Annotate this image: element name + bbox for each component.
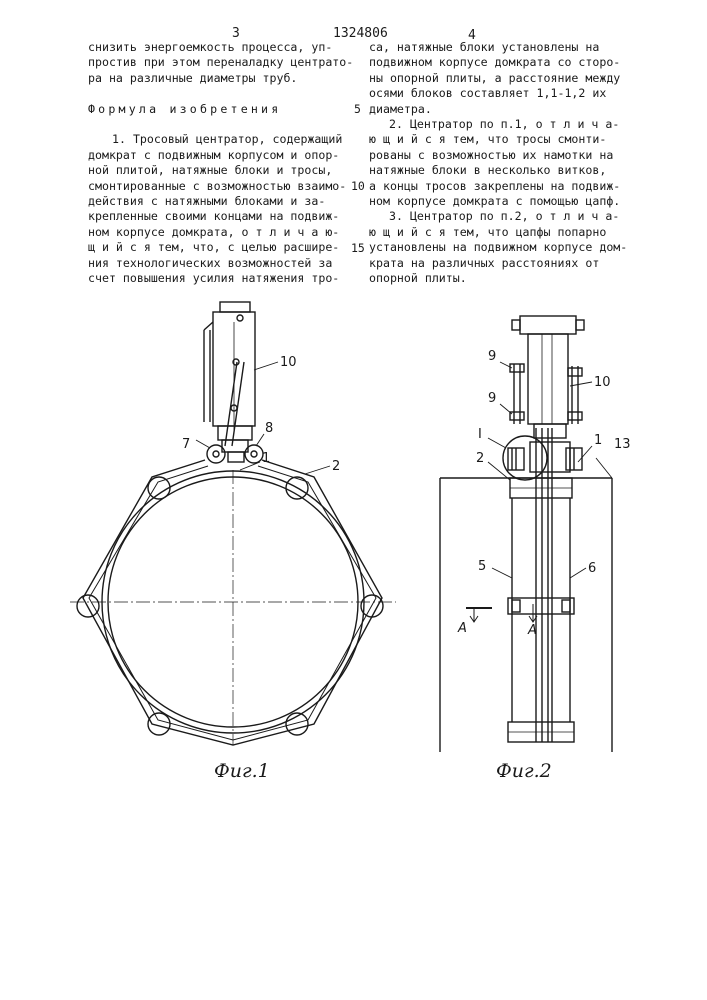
label-1: 1	[262, 451, 270, 466]
label-13: 13	[614, 437, 631, 452]
label-I: I	[478, 427, 482, 442]
label-7: 7	[182, 437, 190, 452]
label-10: 10	[280, 355, 297, 370]
label-9: 9	[488, 391, 496, 406]
label-6: 6	[588, 561, 596, 576]
label-10: 10	[594, 375, 611, 390]
label-2: 2	[476, 451, 484, 466]
label-A: A	[457, 621, 467, 636]
figure2-drawing	[440, 316, 612, 752]
label-A: A	[527, 623, 537, 638]
label-9: 9	[488, 349, 496, 364]
figure1-caption: Фиг.1	[214, 760, 270, 782]
label-8: 8	[265, 421, 273, 436]
figure1-drawing	[70, 302, 396, 745]
roller-2	[148, 477, 170, 499]
figure2-caption: Фиг.2	[496, 760, 552, 782]
label-2: 2	[332, 459, 340, 474]
label-5: 5	[478, 559, 486, 574]
label-1: 1	[594, 433, 602, 448]
